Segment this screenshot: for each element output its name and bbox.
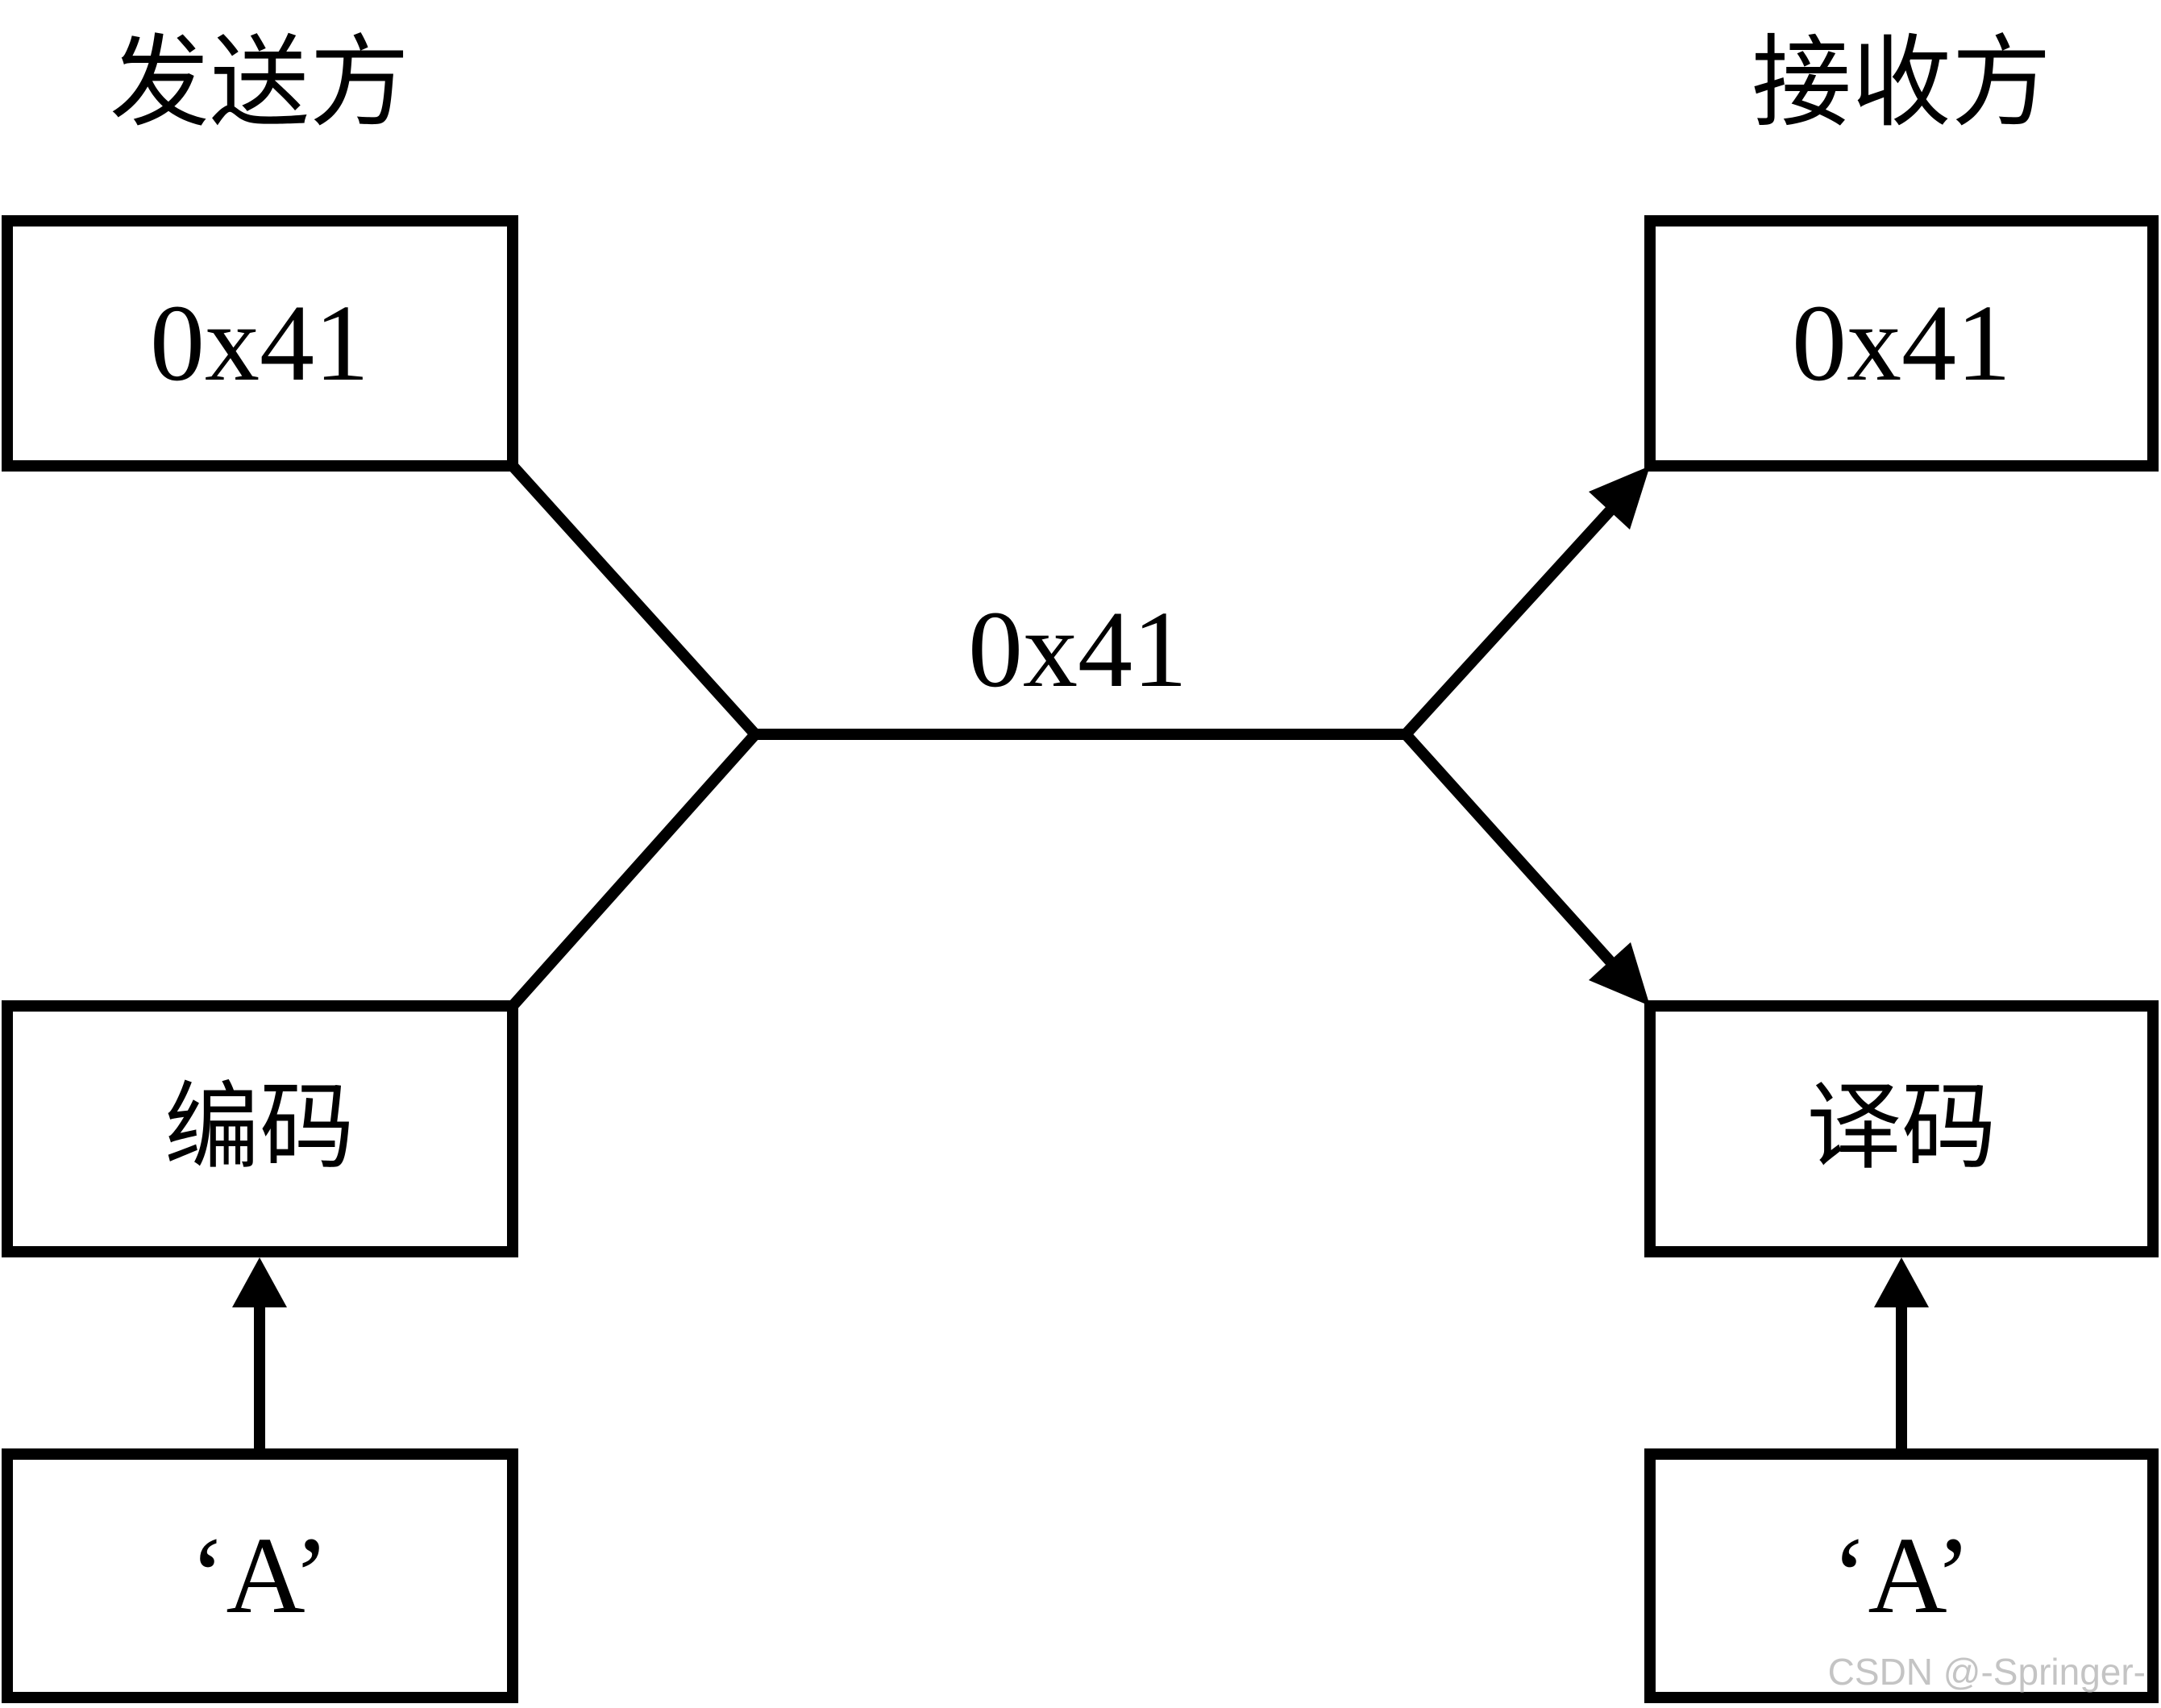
sender-top-box: 0x41 <box>2 215 518 472</box>
arrow-head <box>1589 466 1650 530</box>
arrow-to-receiver-top <box>1400 466 1650 740</box>
box-label: 译码 <box>1806 1071 1997 1182</box>
box-label: ‘A’ <box>1831 1515 1972 1636</box>
box-label: 编码 <box>164 1071 355 1182</box>
arrow-shaft <box>1400 729 1615 966</box>
receiver-output-box: ‘A’ <box>1644 1448 2159 1703</box>
arrow-head <box>232 1257 287 1307</box>
box-frame <box>2 1000 518 1257</box>
arrow-to-receiver-decode <box>1400 729 1650 1006</box>
watermark-text: CSDN @-Springer- <box>1828 1651 2146 1693</box>
box-label: ‘A’ <box>189 1515 330 1636</box>
channel-label: 0x41 <box>968 589 1187 710</box>
box-frame <box>1644 1000 2159 1257</box>
box-frame <box>2 215 518 472</box>
sender-encode-box: 编码 <box>2 1000 518 1257</box>
sender-merge-lines <box>507 460 763 1012</box>
receiver-top-box: 0x41 <box>1644 215 2159 472</box>
sender-input-box: ‘A’ <box>2 1448 518 1703</box>
box-frame <box>2 1448 518 1703</box>
arrow-head <box>1589 942 1650 1006</box>
box-frame <box>1644 1448 2159 1703</box>
arrow-head <box>1874 1257 1929 1307</box>
sender-title: 发送方 <box>110 25 409 141</box>
receiver-decode-box: 译码 <box>1644 1000 2159 1257</box>
box-frame <box>1644 215 2159 472</box>
arrow-input-to-encode <box>232 1257 287 1457</box>
arrow-output-to-decode <box>1874 1257 1929 1457</box>
box-label: 0x41 <box>1792 283 2011 404</box>
box-label: 0x41 <box>150 283 369 404</box>
arrow-shaft <box>1400 505 1615 740</box>
receiver-title: 接收方 <box>1752 25 2051 141</box>
